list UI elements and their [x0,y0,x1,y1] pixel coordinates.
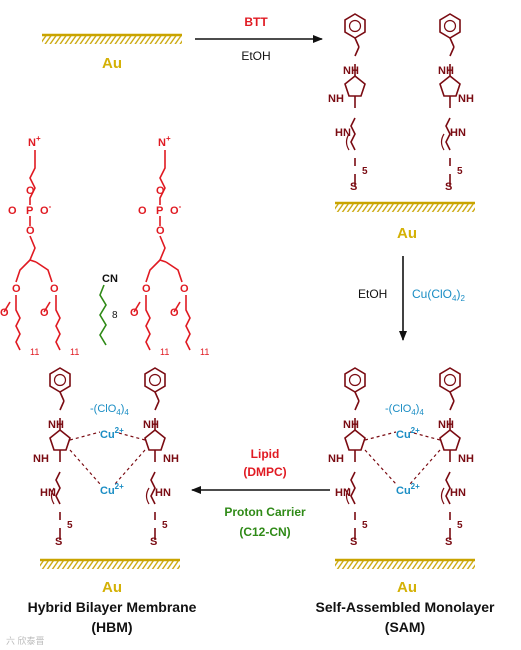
hbm-nh-right: NH [143,419,159,431]
hbm-s-left: S [55,536,62,548]
hbm-caption-line1: Hybrid Bilayer Membrane [28,599,197,615]
lipid-right-o7: O [170,307,179,319]
lipid-left-ominus: O- [40,202,52,217]
sam-s-right: S [445,536,452,548]
proton-carrier-n: 8 [112,310,118,321]
lipid-left-o2: O [26,225,35,237]
lipid-right-o4: O [142,283,151,295]
gold-surface-btt [335,203,475,212]
lipid-right-o1: O [156,185,165,197]
sam-molecule-left [344,367,366,541]
lipid-right-tail2-n: 11 [200,347,209,357]
hbm-cu-top: Cu2+ [100,426,124,441]
gold-surface-hbm [40,560,180,569]
proton-carrier-cn: CN [102,273,118,285]
lipid-left-o1: O [26,185,35,197]
s-label-top-right: S [445,181,452,193]
arrow-solvent-etoh-2: EtOH [358,287,387,301]
lipid-right-tail1-n: 11 [160,347,169,357]
hbm-chain-n-right: 5 [162,520,168,531]
lipid-right-o6: O [130,307,139,319]
hn-label-top-right: HN [450,127,466,139]
hbm-complex [49,367,166,541]
sam-complex [344,367,461,541]
hbm-cu-bottom: Cu2+ [100,482,124,497]
lipid-right-o5: O [180,283,189,295]
hbm-hn-left: HN [40,487,56,499]
watermark: 六 欣泰晋 [6,635,45,646]
au-label-hbm: Au [102,579,122,596]
copper-reagent: Cu(ClO4)2 [412,287,465,303]
au-label-bare: Au [102,55,122,72]
sam-caption-line2: (SAM) [385,619,425,635]
lipid-left-o6: O [0,307,9,319]
nh-label-top-left: NH [343,65,359,77]
lipid-dmpc-right [133,150,191,351]
lipid-dmpc-left [3,150,61,351]
carrier-name: (C12-CN) [239,525,290,539]
lipid-right-p: P [156,205,163,217]
lipid-left-o5: O [50,283,59,295]
hbm-molecule-left [49,367,71,541]
lipid-right-ominus: O- [170,202,182,217]
sam-counterion: -(ClO4)4 [385,403,424,417]
ring-nh-top-right: NH [458,93,474,105]
chain-n-top-right: 5 [457,166,463,177]
btt-molecule-right [439,13,461,187]
sam-ring-nh-right: NH [458,453,474,465]
gold-surface-bare [42,35,182,44]
hbm-chain-n-left: 5 [67,520,73,531]
sam-molecule-right [439,367,461,541]
hbm-ring-nh-left: NH [33,453,49,465]
chain-n-top-left: 5 [362,166,368,177]
hbm-counterion: -(ClO4)4 [90,403,129,417]
lipid-left-o7: O [40,307,49,319]
arrow-solvent-etoh: EtOH [241,49,270,63]
lipid-left-o4: O [12,283,21,295]
sam-chain-n-right: 5 [457,520,463,531]
lipid-left-tail1-n: 11 [30,347,39,357]
lipid-name: (DMPC) [243,465,286,479]
au-label-btt: Au [397,225,417,242]
lipid-left-n: N+ [28,134,41,149]
au-label-sam: Au [397,579,417,596]
sam-caption-line1: Self-Assembled Monolayer [316,599,495,615]
sam-hn-left: HN [335,487,351,499]
hbm-molecule-right [144,367,166,541]
sam-chain-n-left: 5 [362,520,368,531]
lipid-left-o3: O [8,205,17,217]
hbm-nh-left: NH [48,419,64,431]
sam-nh-right: NH [438,419,454,431]
arrow-reagent-btt: BTT [244,15,268,29]
gold-surface-sam [335,560,475,569]
lipid-left-p: P [26,205,33,217]
sam-s-left: S [350,536,357,548]
lipid-left-tail2-n: 11 [70,347,79,357]
sam-nh-left: NH [343,419,359,431]
lipid-right-o3: O [138,205,147,217]
lipid-right-o2: O [156,225,165,237]
carrier-label: Proton Carrier [224,505,306,519]
lipid-right-n: N+ [158,134,171,149]
hbm-hn-right: HN [155,487,171,499]
btt-monolayer [344,13,461,187]
sam-cu-top: Cu2+ [396,426,420,441]
hbm-ring-nh-right: NH [163,453,179,465]
hbm-caption-line2: (HBM) [91,619,132,635]
btt-molecule-left [344,13,366,187]
hn-label-top-left: HN [335,127,351,139]
sam-cu-bottom: Cu2+ [396,482,420,497]
nh-label-top-right: NH [438,65,454,77]
sam-ring-nh-left: NH [328,453,344,465]
sam-hn-right: HN [450,487,466,499]
ring-nh-top-left: NH [328,93,344,105]
hbm-s-right: S [150,536,157,548]
lipid-label: Lipid [251,447,280,461]
proton-carrier-chain [99,284,107,346]
s-label-top-left: S [350,181,357,193]
